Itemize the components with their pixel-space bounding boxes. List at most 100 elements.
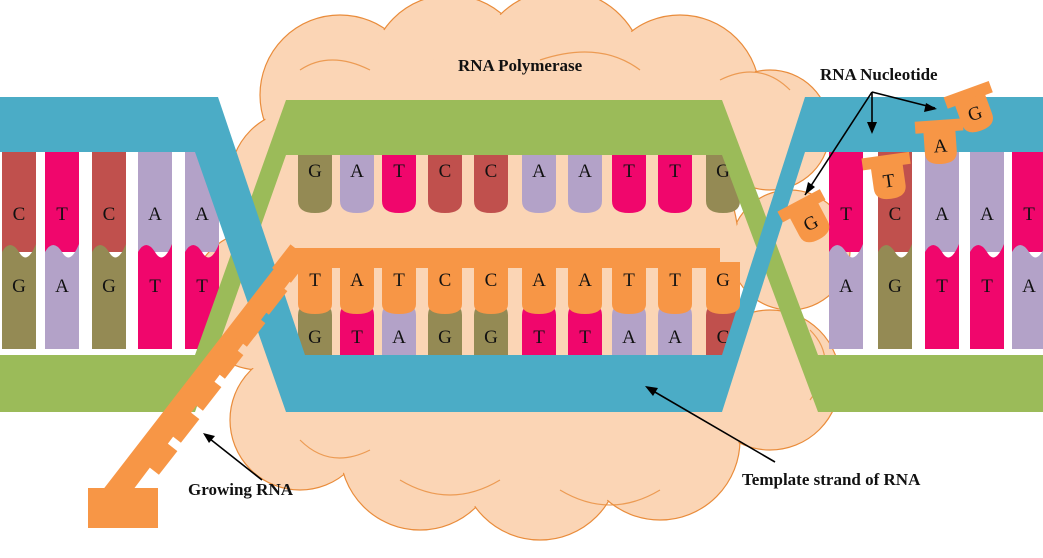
base-letter-t: T <box>669 161 681 182</box>
dna-backbone-blue <box>0 97 1043 412</box>
base-letter-t: T <box>393 161 405 182</box>
base-letter-a: A <box>622 327 636 348</box>
base-letter-a: A <box>55 276 69 297</box>
dna-base-t <box>829 152 863 252</box>
base-letter-t: T <box>579 327 591 348</box>
base-letter-t: T <box>623 161 635 182</box>
dna-base-a <box>568 155 602 213</box>
dna-base-t <box>522 303 556 355</box>
dna-backbone-green <box>0 100 1043 412</box>
rna-base <box>140 436 178 475</box>
base-letter-g: G <box>484 327 498 348</box>
base-letter-t: T <box>840 204 852 225</box>
dna-base-g <box>878 244 912 349</box>
base-letter-c: C <box>439 161 452 182</box>
rna-base-a <box>568 262 602 314</box>
dna-base-t <box>340 303 374 355</box>
base-letter-c: C <box>485 161 498 182</box>
free-nucleotide-t: T <box>861 151 911 200</box>
rna-polymerase-label: RNA Polymerase <box>458 56 583 75</box>
dna-base-c <box>474 155 508 213</box>
dna-base-t <box>568 303 602 355</box>
rna-tail <box>88 488 158 528</box>
base-letter-a: A <box>935 204 949 225</box>
rna-base-a <box>340 262 374 314</box>
rna-base <box>228 308 266 347</box>
template-strand-label: Template strand of RNA <box>742 470 921 489</box>
dna-base-g <box>428 303 462 355</box>
dna-base-t <box>45 152 79 252</box>
dna-base-c <box>428 155 462 213</box>
base-letter-t: T <box>533 327 545 348</box>
dna-base-g <box>92 244 126 349</box>
base-letter-t: T <box>196 276 208 297</box>
dna-base-a <box>925 152 959 252</box>
base-letter-c: C <box>103 204 116 225</box>
dna-base-t <box>382 155 416 213</box>
dna-base-a <box>382 303 416 355</box>
rna-letter-a: A <box>350 270 364 291</box>
rna-nucleotide-label: RNA Nucleotide <box>820 65 938 84</box>
free-letter-t: T <box>882 170 897 192</box>
rna-base <box>206 340 244 379</box>
rna-base-t <box>382 262 416 314</box>
rna-base <box>161 404 200 443</box>
dna-base-t <box>658 155 692 213</box>
base-letter-g: G <box>102 276 116 297</box>
rna-letter-c: C <box>439 270 452 291</box>
free-nucleotide-g: G <box>943 80 993 133</box>
dna-base-c <box>92 152 126 252</box>
base-letter-g: G <box>438 327 452 348</box>
dna-base-t <box>1012 152 1043 252</box>
base-letter-a: A <box>392 327 406 348</box>
base-letter-t: T <box>149 276 161 297</box>
rna-base-t <box>658 262 692 314</box>
dna-base-t <box>925 244 959 349</box>
rna-letter-c: C <box>485 270 498 291</box>
growing-rna-strand: T A T C C A A T T G <box>88 244 740 528</box>
rna-letter-g: G <box>716 270 730 291</box>
base-letter-t: T <box>1023 204 1035 225</box>
base-letter-a: A <box>839 276 853 297</box>
base-letter-c: C <box>13 204 26 225</box>
base-letter-g: G <box>12 276 26 297</box>
growing-rna-label: Growing RNA <box>188 480 294 499</box>
rna-base-a <box>522 262 556 314</box>
base-letter-g: G <box>888 276 902 297</box>
dna-base-a <box>138 152 172 252</box>
annotation-arrows <box>204 91 936 481</box>
dna-base-a <box>829 244 863 349</box>
dna-base-g <box>474 303 508 355</box>
dna-base-a <box>45 244 79 349</box>
dna-base-a <box>970 152 1004 252</box>
dna-base-c <box>2 152 36 252</box>
base-letter-a: A <box>668 327 682 348</box>
base-letter-a: A <box>195 204 209 225</box>
free-nucleotide-a: A <box>914 118 964 165</box>
base-letter-c: C <box>889 204 902 225</box>
rna-letter-t: T <box>669 270 681 291</box>
dna-base-t <box>138 244 172 349</box>
dna-base-a <box>658 303 692 355</box>
dna-base-g <box>298 303 332 355</box>
free-nucleotide-g: G <box>777 189 830 243</box>
dna-base-g <box>2 244 36 349</box>
rna-letter-t: T <box>623 270 635 291</box>
rna-base-g <box>706 262 740 314</box>
base-letter-t: T <box>56 204 68 225</box>
rna-base-t <box>612 262 646 314</box>
rna-letter-t: T <box>309 270 321 291</box>
base-letter-g: G <box>308 161 322 182</box>
base-letter-a: A <box>578 161 592 182</box>
base-letter-t: T <box>351 327 363 348</box>
base-letter-g: G <box>308 327 322 348</box>
dna-base-a <box>340 155 374 213</box>
base-letter-a: A <box>980 204 994 225</box>
rna-base <box>272 244 310 283</box>
rna-letter-t: T <box>393 270 405 291</box>
base-letter-a: A <box>148 204 162 225</box>
dna-base-g <box>298 155 332 213</box>
base-letter-a: A <box>350 161 364 182</box>
